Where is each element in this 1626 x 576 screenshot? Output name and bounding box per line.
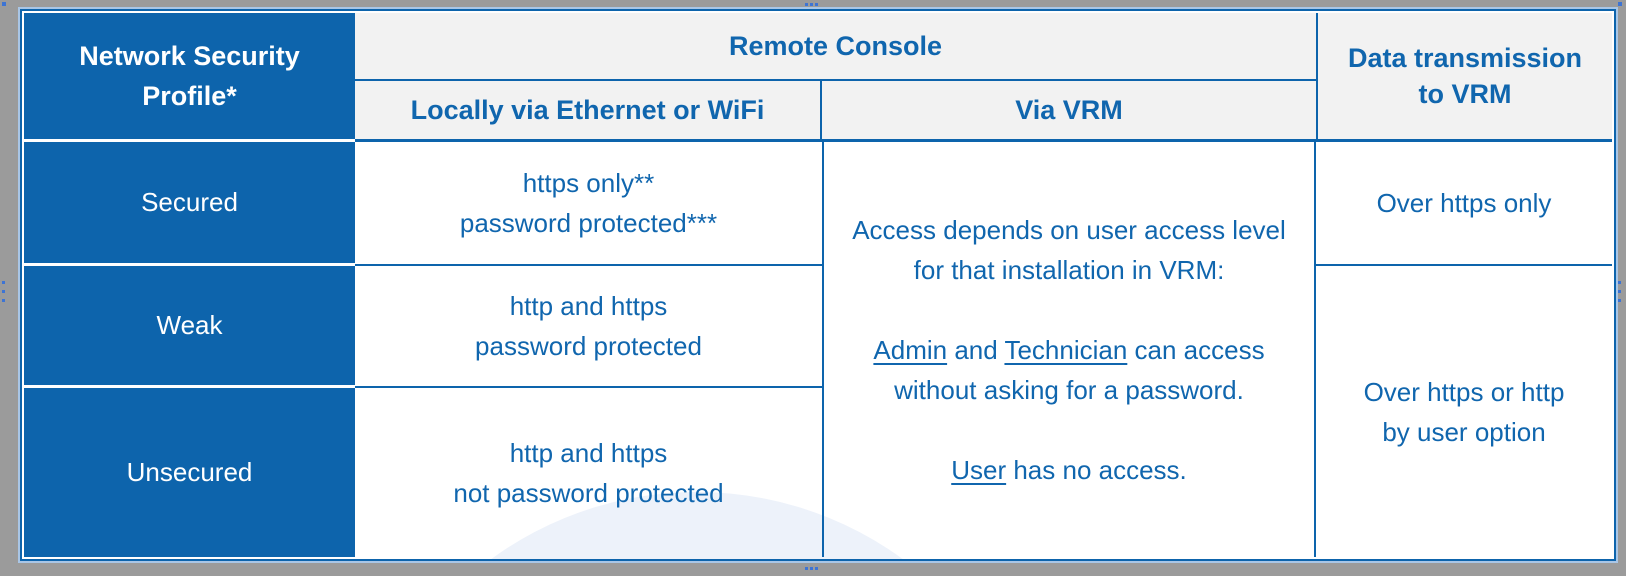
selection-handle-top-left-icon[interactable]	[2, 2, 6, 6]
secured-local-line1: https only**	[522, 168, 655, 198]
vrm-access-admin-tech: Admin and Technician can access without …	[836, 330, 1302, 410]
header-label-data-transmission: Data transmission to VRM	[1347, 43, 1583, 109]
security-profile-table[interactable]: Network Security Profile* Remote Console…	[20, 9, 1616, 561]
selection-handle-left-middle-icon[interactable]	[2, 281, 5, 302]
row-label-weak-text: Weak	[156, 310, 223, 340]
header-label-remote-console: Remote Console	[728, 31, 943, 61]
weak-local-line2: password protected	[475, 331, 702, 361]
cell-secured-local-text: https only** password protected***	[460, 163, 717, 243]
header-cell-remote-console[interactable]: Remote Console	[355, 13, 1316, 81]
selection-handle-top-right-icon[interactable]	[1618, 2, 1622, 6]
row-label-secured[interactable]: Secured	[24, 142, 355, 266]
header-cell-network-security-profile[interactable]: Network Security Profile*	[24, 13, 355, 142]
row-label-unsecured-text: Unsecured	[126, 457, 253, 487]
cell-secured-local-access[interactable]: https only** password protected***	[355, 142, 822, 266]
header-label-local: Locally via Ethernet or WiFi	[410, 95, 765, 125]
selection-handle-right-middle-icon[interactable]	[1618, 281, 1621, 302]
row-label-weak[interactable]: Weak	[24, 266, 355, 388]
secured-local-line2: password protected***	[459, 208, 718, 238]
header-label-profile: Network Security Profile*	[79, 41, 300, 111]
unsecured-local-line2: not password protected	[453, 477, 724, 508]
transmission-line2: by user option	[1382, 416, 1546, 447]
user-link: User	[951, 454, 1007, 485]
cell-via-vrm-access[interactable]: Access depends on user access level for …	[822, 142, 1316, 557]
header-cell-data-transmission[interactable]: Data transmission to VRM	[1316, 13, 1612, 142]
admin-link: Admin	[873, 334, 948, 365]
unsecured-local-line1: http and https	[509, 437, 668, 468]
and-text: and	[947, 334, 1005, 365]
technician-link: Technician	[1004, 334, 1128, 365]
access-rest-text: can access without asking for a password…	[894, 334, 1265, 405]
no-access-text: has no access.	[1006, 454, 1187, 485]
row-label-secured-text: Secured	[141, 187, 238, 217]
weak-local-line1: http and https	[509, 291, 668, 321]
cell-weak-local-text: http and https password protected	[475, 286, 702, 366]
cell-secured-transmission[interactable]: Over https only	[1316, 142, 1612, 266]
transmission-line1: Over https or http	[1363, 376, 1565, 407]
selection-handle-top-center-icon[interactable]	[805, 3, 818, 6]
vrm-access-intro: Access depends on user access level for …	[852, 214, 1286, 285]
row-label-unsecured[interactable]: Unsecured	[24, 388, 355, 557]
header-cell-via-vrm[interactable]: Via VRM	[822, 81, 1316, 142]
header-cell-locally-via-ethernet[interactable]: Locally via Ethernet or WiFi	[355, 81, 822, 142]
cell-weak-unsecured-transmission[interactable]: Over https or http by user option	[1316, 266, 1612, 557]
cell-unsecured-local-access[interactable]: http and https not password protected	[355, 388, 822, 557]
table-grid: Network Security Profile* Remote Console…	[24, 13, 1612, 557]
selection-handle-bottom-center-icon[interactable]	[805, 567, 818, 570]
vrm-access-user: User has no access.	[951, 450, 1187, 490]
cell-unsecured-local-text: http and https not password protected	[453, 433, 723, 513]
cell-weak-local-access[interactable]: http and https password protected	[355, 266, 822, 388]
secured-transmission-text: Over https only	[1376, 188, 1552, 218]
header-label-via-vrm: Via VRM	[1015, 95, 1123, 125]
